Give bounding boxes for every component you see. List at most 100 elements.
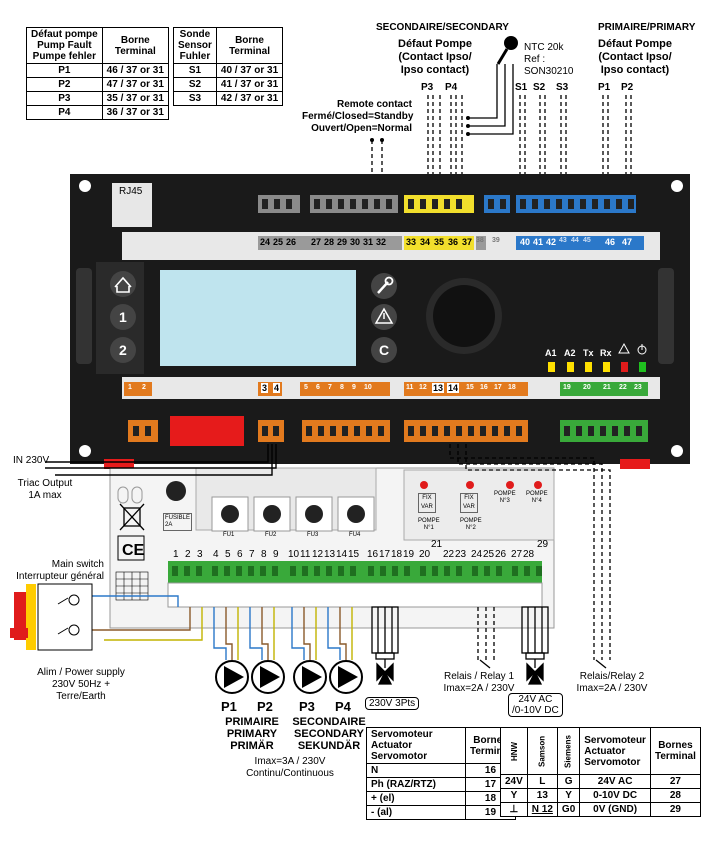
bottom-terminal-23: 23 — [634, 384, 642, 391]
home-button[interactable] — [110, 271, 136, 297]
ntc-wires — [468, 64, 514, 135]
table-cell: 0V (GND) — [579, 802, 651, 817]
module-sub-2: POMPE N°2 — [460, 518, 482, 531]
button-c[interactable] — [371, 337, 397, 363]
v3pts-label: 230V 3Pts — [365, 697, 420, 710]
top-terminal-46: 46 — [605, 237, 616, 247]
table-cell: 27 — [649, 774, 701, 789]
rotary-knob[interactable] — [426, 278, 502, 354]
base-terminal-29: 29 — [537, 539, 549, 550]
sensor-label-s3: S3 — [556, 82, 569, 93]
led-a1-label: A1 — [545, 348, 557, 358]
fuse-label-fu3: FU3 — [307, 532, 319, 538]
base-terminal-screws — [172, 566, 542, 576]
base-terminal-16: 16 — [367, 549, 379, 560]
pri-pump-label-p1: P1 — [598, 82, 611, 93]
bottom-terminal-19: 19 — [563, 384, 571, 391]
button-2[interactable] — [110, 337, 136, 363]
recycle-bin-icon — [119, 503, 145, 531]
top-terminal-40: 40 — [520, 237, 531, 247]
pump-table-header-1: Défaut pompe Pump Fault Pumpe fehler — [26, 27, 103, 64]
relay-contact-icons — [479, 659, 607, 669]
table-cell: N 12 — [526, 802, 558, 817]
alarm-led-icon — [618, 342, 630, 354]
bottom-terminal-9: 9 — [352, 384, 356, 391]
table-cell: - (al) — [366, 805, 466, 820]
pump-icon-p1 — [215, 660, 249, 694]
top-terminal-36: 36 — [448, 237, 459, 247]
table-cell: + (el) — [366, 791, 466, 806]
top-terminal-28: 28 — [324, 237, 335, 247]
base-terminal-22: 22 — [443, 549, 455, 560]
top-wires — [371, 95, 632, 195]
bottom-terminal-17: 17 — [494, 384, 502, 391]
servo2-vheader-samson: Samson — [527, 727, 558, 775]
base-terminal-4: 4 — [213, 549, 219, 560]
primary-fault-label: Défaut Pompe (Contact Ipso/ Ipso contact… — [598, 38, 672, 76]
base-terminal-15: 15 — [348, 549, 360, 560]
button-1[interactable] — [110, 304, 136, 330]
base-terminal-25: 25 — [483, 549, 495, 560]
secondary-pumps-label: SECONDAIRE SECONDARY SEKUNDÄR — [292, 716, 366, 752]
table-cell: 42 / 37 or 31 — [215, 91, 284, 106]
module-sub-1: POMPE N°1 — [418, 518, 440, 531]
pri-pump-label-p2: P2 — [621, 82, 634, 93]
main-switch-label: Main switch Interrupteur général — [16, 559, 104, 582]
fusible-label: FUSIBLE 2A — [163, 513, 193, 531]
table-cell: 24V AC — [579, 774, 651, 789]
base-terminal-18: 18 — [391, 549, 403, 560]
base-terminal-3: 3 — [197, 549, 203, 560]
base-terminal-19: 19 — [403, 549, 415, 560]
pump-icon-p4 — [329, 660, 363, 694]
button-2-label: 2 — [119, 342, 127, 358]
top-terminal-30: 30 — [350, 237, 361, 247]
base-terminal-27: 27 — [511, 549, 523, 560]
table-cell: N — [366, 763, 466, 778]
bottom-terminal-16: 16 — [480, 384, 488, 391]
pump-icon-p3 — [293, 660, 327, 694]
fuse-label-fu2: FU2 — [265, 532, 277, 538]
base-terminal-1: 1 — [173, 549, 179, 560]
bottom-terminal-18: 18 — [508, 384, 516, 391]
base-terminal-7: 7 — [249, 549, 255, 560]
table-cell: ⊥ — [500, 802, 528, 817]
relay-module-leds — [420, 481, 542, 489]
top-terminal-35: 35 — [434, 237, 445, 247]
servo2-header-1: Servomoteur Actuator Servomotor — [579, 727, 651, 775]
table-cell: 13 — [526, 788, 558, 803]
top-terminal-44: 44 — [571, 237, 579, 244]
ntc-probe-icon — [496, 36, 518, 65]
top-terminal-34: 34 — [420, 237, 431, 247]
relay1-label: Relais / Relay 1 Imax=2A / 230V — [443, 671, 515, 694]
pump-label-p2: P2 — [257, 699, 273, 714]
led-a2-label: A2 — [564, 348, 576, 358]
bottom-terminal-21: 21 — [603, 384, 611, 391]
bottom-terminal-numbers: 1 2 3 4 5 6 7 8 9 10 11 12 13 14 15 16 1… — [0, 383, 720, 396]
main-switch[interactable] — [10, 583, 93, 651]
wrench-button[interactable] — [371, 273, 397, 299]
table-cell: L — [526, 774, 558, 789]
lcd-screen — [160, 270, 356, 366]
servo2-vheader-hnw: HNW — [500, 727, 528, 775]
table-cell: 0-10V DC — [579, 788, 651, 803]
bottom-terminal-1: 1 — [128, 384, 132, 391]
warning-button[interactable] — [371, 304, 397, 330]
top-terminal-33: 33 — [406, 237, 417, 247]
relay2-label: Relais/Relay 2 Imax=2A / 230V — [576, 671, 648, 694]
bottom-terminal-4: 4 — [273, 383, 281, 393]
pump-label-p4: P4 — [335, 699, 351, 714]
in-230v-label: IN 230V — [13, 455, 50, 466]
base-terminal-12: 12 — [312, 549, 324, 560]
module-label-3: POMPE N°3 — [494, 491, 516, 504]
module-label-2: FIX VAR — [460, 493, 478, 513]
sensor-label-s2: S2 — [533, 82, 546, 93]
remote-contact-label: Remote contact Fermé/Closed=Standby Ouve… — [302, 99, 414, 134]
servo2-header-2: Bornes Terminal — [649, 727, 701, 775]
secondary-fault-label: Défaut Pompe (Contact Ipso/ Ipso contact… — [398, 38, 472, 76]
pump-label-p3: P3 — [299, 699, 315, 714]
pump-fault-table: Défaut pompe Pump Fault Pumpe fehler Bor… — [26, 27, 169, 120]
pump-icon-p2 — [251, 660, 285, 694]
top-terminal-43: 43 — [559, 237, 567, 244]
primary-title: PRIMAIRE/PRIMARY — [598, 22, 696, 33]
